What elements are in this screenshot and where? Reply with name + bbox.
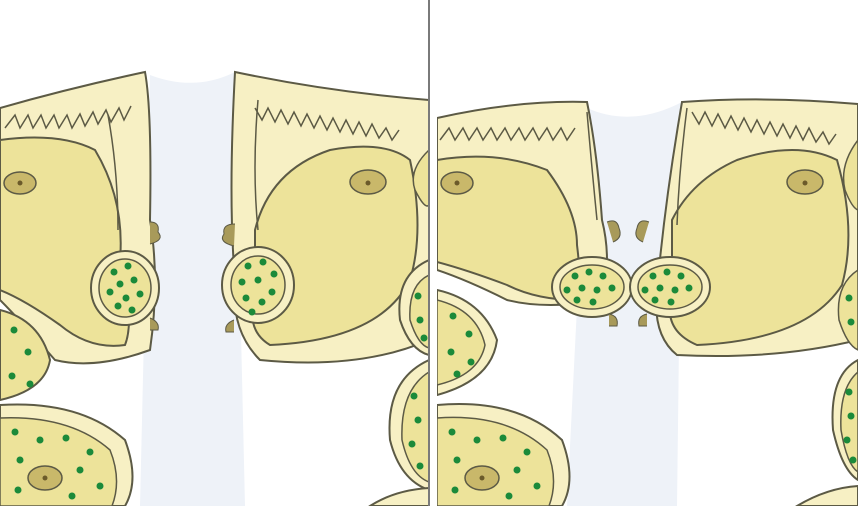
panel-open-junction — [0, 0, 429, 506]
right-nucleolus — [366, 181, 371, 186]
left-nucleolus — [18, 181, 23, 186]
left-nucleolus — [455, 181, 460, 186]
cell-diagram-closed — [437, 0, 858, 506]
right-vesicle-body — [231, 256, 285, 314]
panel-closed-junction — [437, 0, 858, 506]
left-bottom-nucleolus — [43, 476, 48, 481]
left-panel-border — [428, 0, 430, 506]
right-nucleolus — [803, 181, 808, 186]
cell-diagram-open — [0, 0, 429, 506]
left-bottom-nucleolus — [480, 476, 485, 481]
panel-divider — [429, 0, 437, 506]
